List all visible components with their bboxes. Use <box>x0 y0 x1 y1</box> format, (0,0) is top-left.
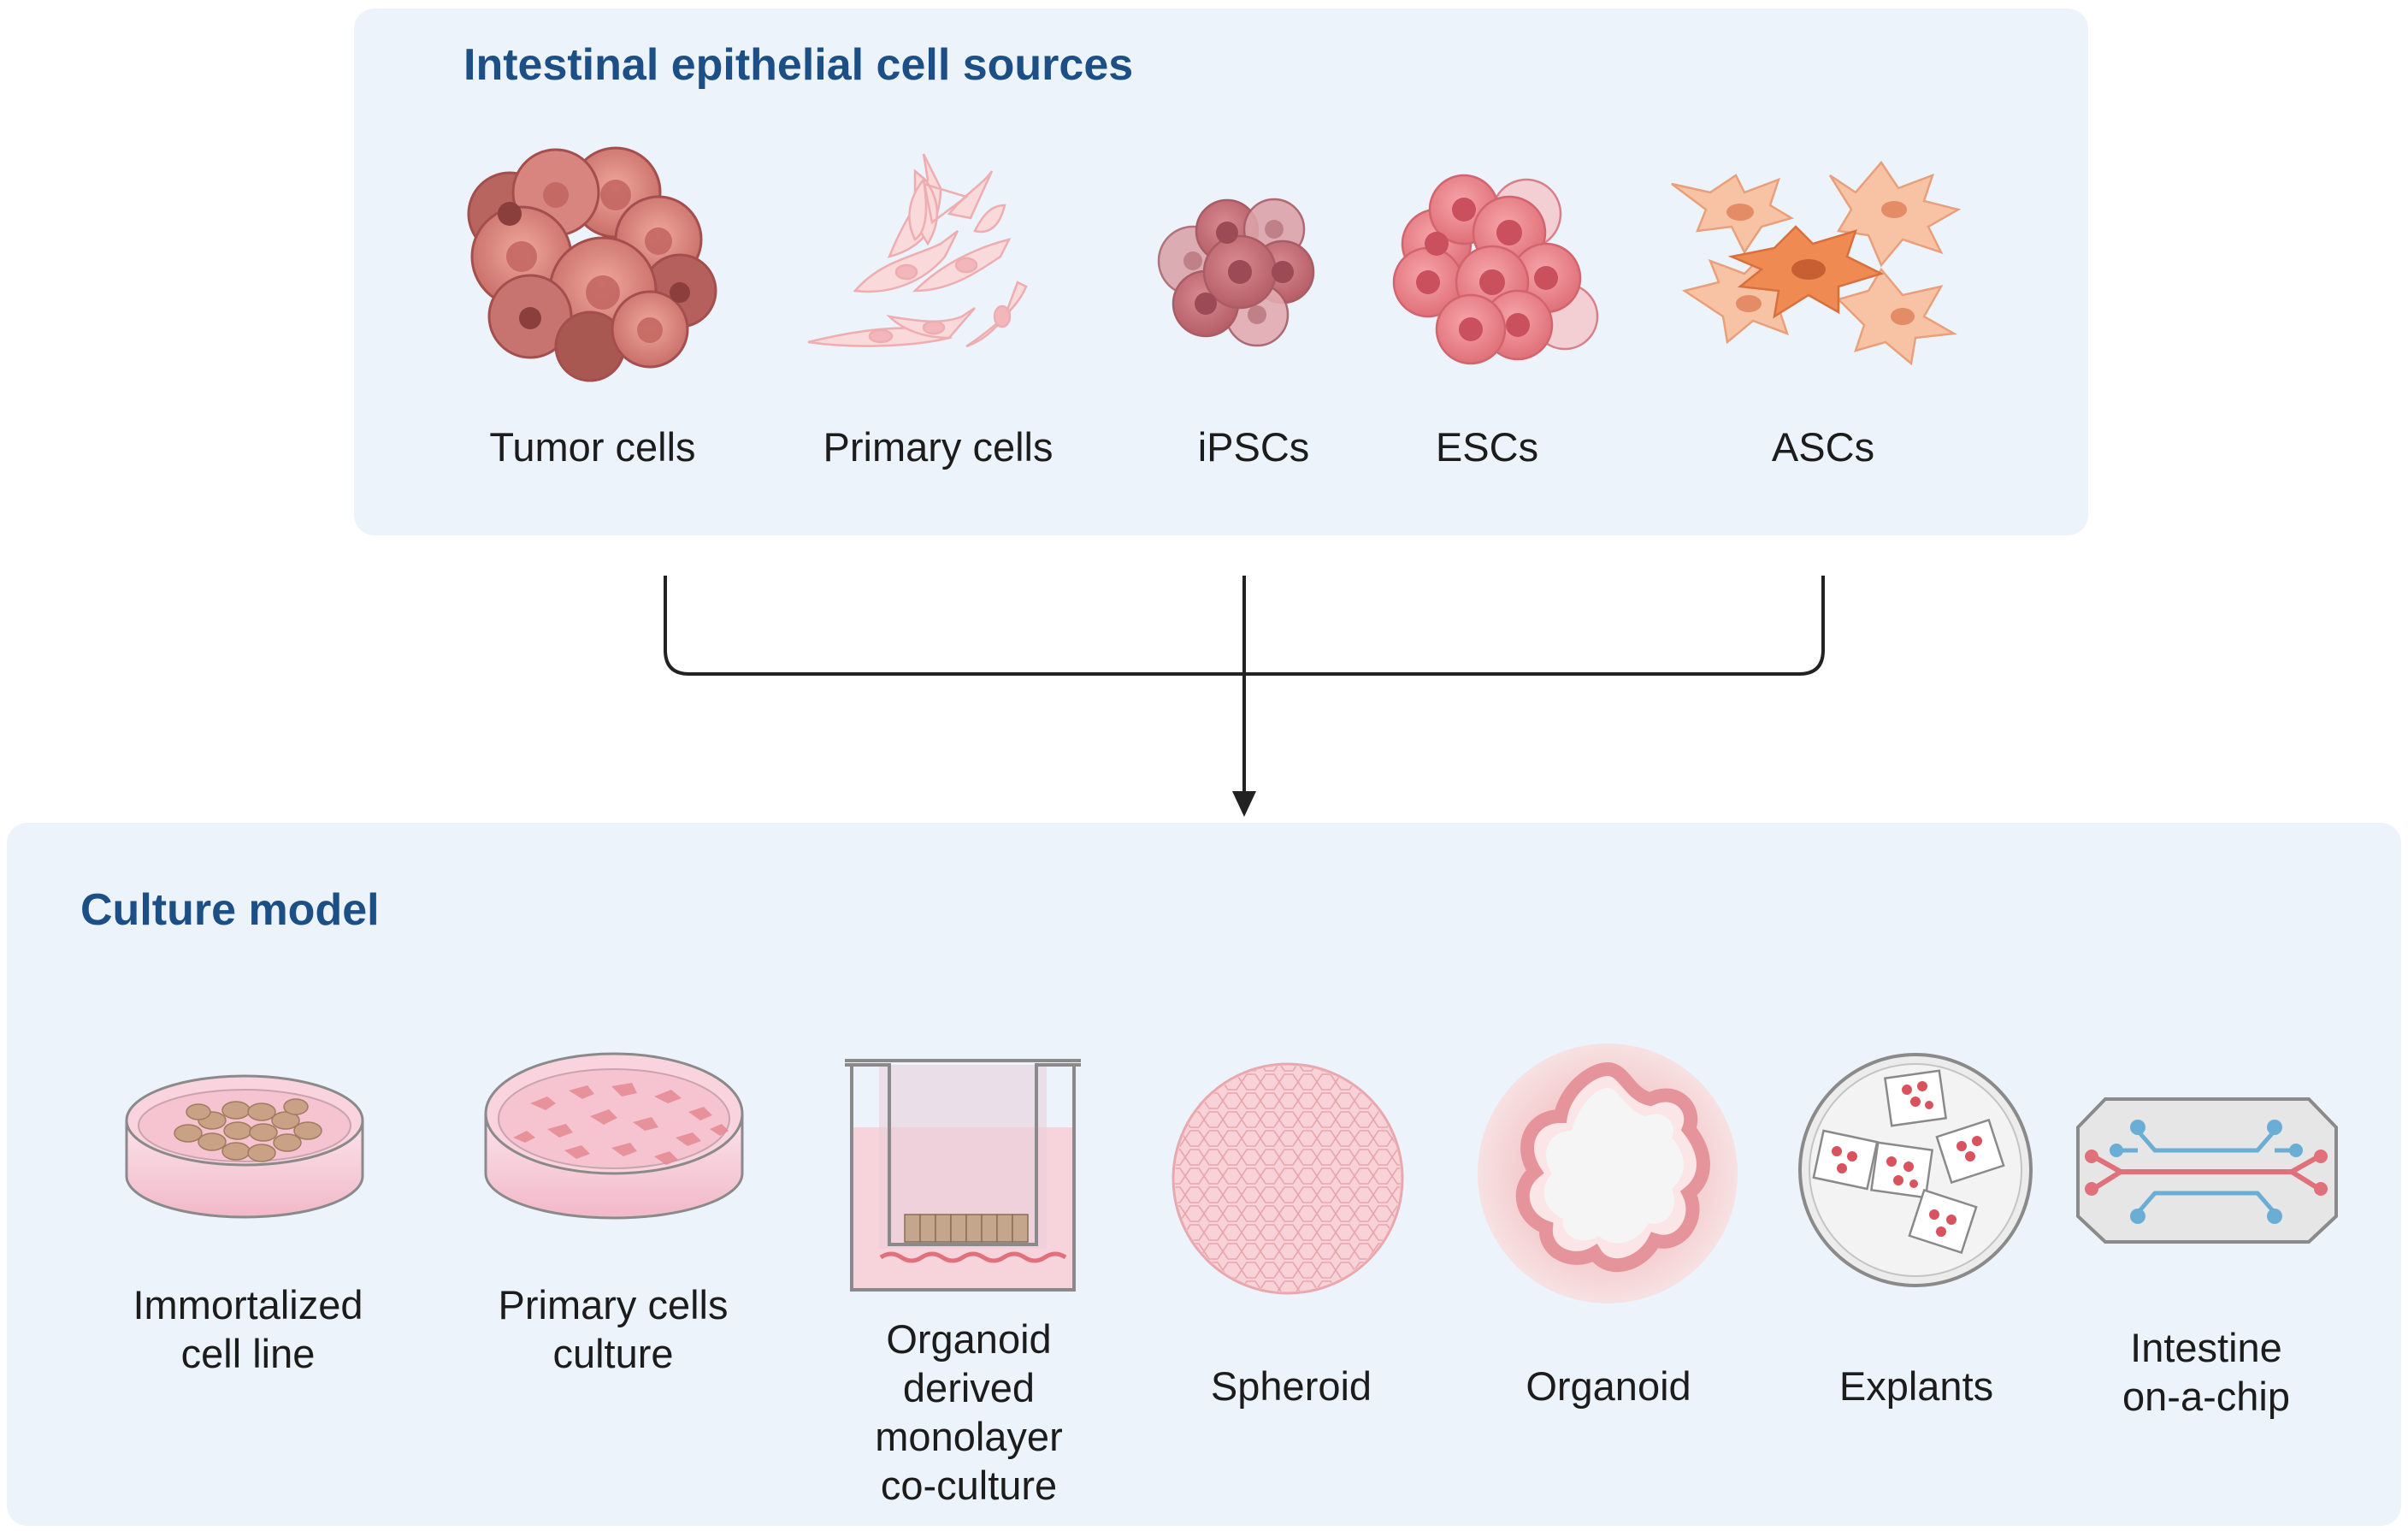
primary-culture-dish-icon <box>484 1052 744 1220</box>
label-tumor-cells: Tumor cells <box>489 424 696 470</box>
ascs-icon <box>1671 160 1962 366</box>
immortalized-dish-icon <box>125 1074 364 1219</box>
tumor-cells-icon <box>467 146 717 382</box>
sources-title: Intestinal epithelial cell sources <box>463 40 1134 90</box>
connector-bracket <box>664 576 1825 800</box>
label-explants: Explants <box>1838 1363 1994 1409</box>
label-ascs: ASCs <box>1771 424 1875 470</box>
transwell-insert-icon <box>845 1059 1081 1292</box>
label-primary-cells-culture: Primary cells culture <box>498 1282 729 1376</box>
ipscs-icon <box>1157 198 1315 347</box>
culture-model-title: Culture model <box>80 885 380 935</box>
primary-cells-icon <box>807 153 1028 348</box>
connector-arrowhead <box>1232 791 1256 817</box>
label-primary-cells: Primary cells <box>823 424 1054 470</box>
label-ipscs: iPSCs <box>1197 424 1310 470</box>
explants-icon <box>1798 1053 2033 1287</box>
chip-icon <box>2076 1097 2338 1244</box>
label-immortalized-cell-line: Immortalized cell line <box>133 1282 363 1376</box>
label-escs: ESCs <box>1435 424 1539 470</box>
label-spheroid: Spheroid <box>1210 1363 1372 1409</box>
organoid-icon <box>1478 1043 1738 1303</box>
spheroid-icon <box>1172 1062 1404 1295</box>
escs-icon <box>1392 174 1599 365</box>
label-organoid: Organoid <box>1526 1363 1691 1409</box>
label-intestine-on-a-chip: Intestine on-a-chip <box>2122 1325 2290 1419</box>
label-organoid-monolayer: Organoid derived monolayer co-culture <box>875 1316 1063 1508</box>
